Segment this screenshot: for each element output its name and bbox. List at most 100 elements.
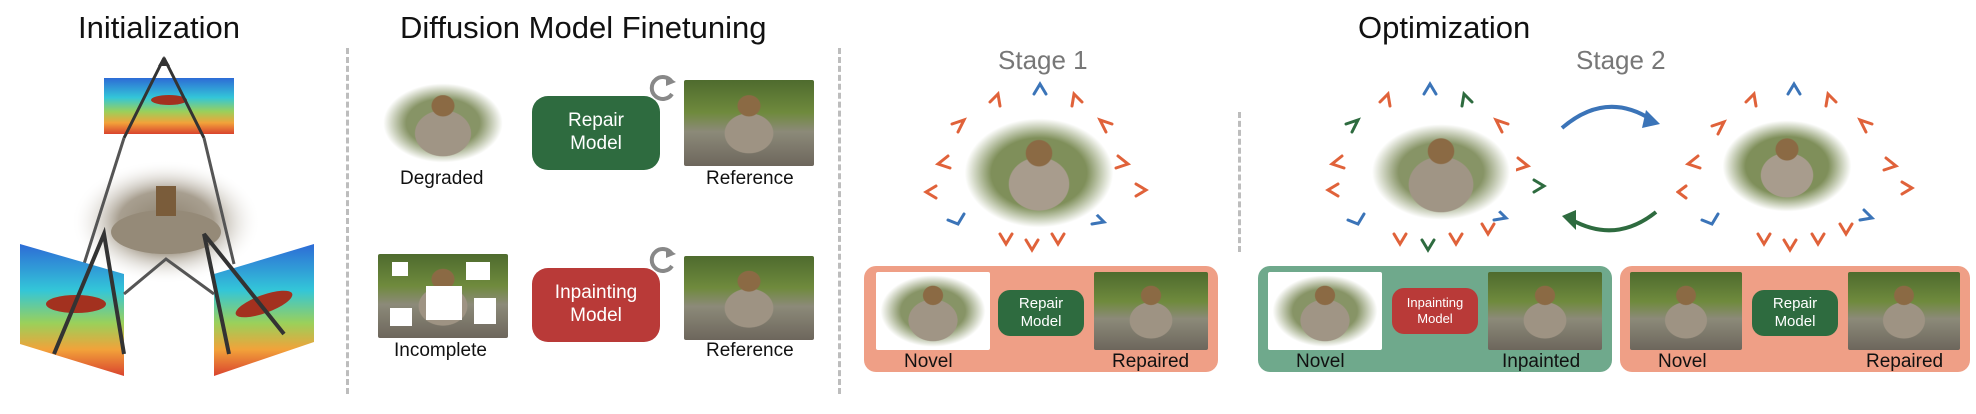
stage2a-inpainted-image: [1488, 272, 1602, 350]
repair-model-line1: Repair: [568, 110, 624, 132]
stage1-repair-model-line1: Repair: [1018, 295, 1064, 312]
camera-marker: [923, 184, 938, 200]
initialization-illustration: [20, 56, 314, 376]
initialization-title: Initialization: [78, 10, 240, 45]
camera-marker: [1684, 154, 1702, 170]
stage2-right-camera-ring: [1676, 81, 1915, 253]
camera-marker: [950, 117, 967, 134]
camera-marker: [1114, 154, 1132, 170]
camera-marker: [1882, 156, 1900, 172]
camera-marker: [1328, 154, 1346, 170]
stage2a-inpainting-model-line1: Inpainting: [1406, 295, 1464, 311]
stage2-left-camera-ring: [1325, 81, 1547, 253]
camera-marker: [1344, 117, 1361, 134]
reference-label-1: Reference: [706, 168, 794, 189]
camera-marker: [1032, 81, 1048, 96]
camera-marker: [1838, 222, 1854, 237]
stage2b-repaired-image: [1848, 272, 1960, 350]
refresh-icon: [649, 247, 676, 273]
stage1-novel-label: Novel: [904, 351, 953, 372]
camera-marker: [1024, 238, 1040, 253]
camera-marker: [1392, 232, 1408, 247]
stage2b-repaired-label: Repaired: [1866, 351, 1944, 372]
stage2-right-scene: [1722, 120, 1852, 212]
camera-marker: [1810, 232, 1826, 247]
camera-marker: [934, 154, 952, 170]
stage2a-inpainted-label: Inpainted: [1502, 351, 1581, 372]
camera-marker: [1676, 184, 1688, 200]
camera-marker: [1492, 208, 1510, 222]
camera-marker: [1824, 90, 1838, 108]
inpainting-model-line1: Inpainting: [554, 282, 638, 304]
camera-marker: [1346, 212, 1366, 226]
stage2a-novel-image: [1268, 272, 1382, 350]
camera-marker: [1378, 90, 1392, 108]
backward-arrow: [1571, 210, 1658, 233]
stage1-title: Stage 1: [998, 45, 1088, 75]
camera-marker: [1756, 232, 1772, 247]
reference-image-2: [684, 256, 814, 340]
refresh-icon: [649, 75, 676, 101]
camera-marker: [1134, 182, 1149, 198]
optimization-title: Optimization: [1358, 10, 1531, 45]
camera-marker: [1460, 90, 1474, 108]
finetuning-title: Diffusion Model Finetuning: [400, 10, 767, 45]
reference-image-1: [684, 80, 814, 166]
hole-3: [426, 286, 462, 320]
repair-model-line2: Model: [570, 133, 622, 154]
camera-marker: [1786, 81, 1802, 96]
camera-marker: [946, 212, 966, 226]
hole-4: [390, 308, 412, 326]
camera-marker: [1493, 117, 1510, 134]
camera-marker: [1420, 238, 1436, 253]
camera-marker: [1900, 180, 1915, 196]
stage1-repair-model-line2: Model: [1020, 313, 1062, 330]
forward-arrow: [1560, 104, 1654, 130]
stage1-camera-ring: [923, 81, 1149, 253]
stage2-left-scene: [1366, 120, 1516, 224]
stage1-novel-image: [876, 272, 990, 350]
camera-marker: [1700, 212, 1720, 226]
stage2b-repair-model-line1: Repair: [1772, 295, 1818, 312]
camera-marker: [1422, 81, 1438, 96]
camera-marker: [1325, 182, 1340, 198]
stage2b-novel-label: Novel: [1658, 351, 1707, 372]
separator-1: [346, 48, 349, 394]
degraded-image: [378, 80, 508, 166]
camera-marker: [1448, 232, 1464, 247]
hole-1: [392, 262, 408, 276]
stage1-repaired-label: Repaired: [1112, 351, 1190, 372]
camera-marker: [1050, 232, 1066, 247]
camera-marker: [1070, 90, 1084, 108]
stage1-repaired-image: [1094, 272, 1208, 350]
stage2b-novel-image: [1630, 272, 1742, 350]
stage1-scene: [964, 118, 1114, 228]
camera-marker: [1090, 212, 1108, 226]
reference-label-2: Reference: [706, 340, 794, 361]
camera-marker: [1858, 208, 1876, 222]
separator-3: [1238, 112, 1241, 252]
stage2a-novel-label: Novel: [1296, 351, 1345, 372]
camera-marker: [1782, 238, 1798, 253]
hole-2: [466, 262, 490, 280]
camera-marker: [1710, 119, 1727, 136]
stage2b-repair-model-line2: Model: [1774, 313, 1816, 330]
camera-marker: [1097, 117, 1114, 134]
cycle-arrows: [1560, 104, 1660, 233]
hole-5: [474, 298, 496, 324]
camera-marker: [998, 232, 1014, 247]
camera-marker: [1744, 90, 1758, 108]
camera-marker: [988, 90, 1002, 108]
incomplete-image: [378, 254, 508, 338]
camera-marker: [1514, 156, 1532, 172]
separator-2: [838, 48, 841, 394]
camera-marker: [1480, 222, 1496, 237]
camera-marker: [1857, 117, 1874, 134]
camera-marker: [1532, 178, 1547, 194]
degraded-label: Degraded: [400, 168, 484, 189]
